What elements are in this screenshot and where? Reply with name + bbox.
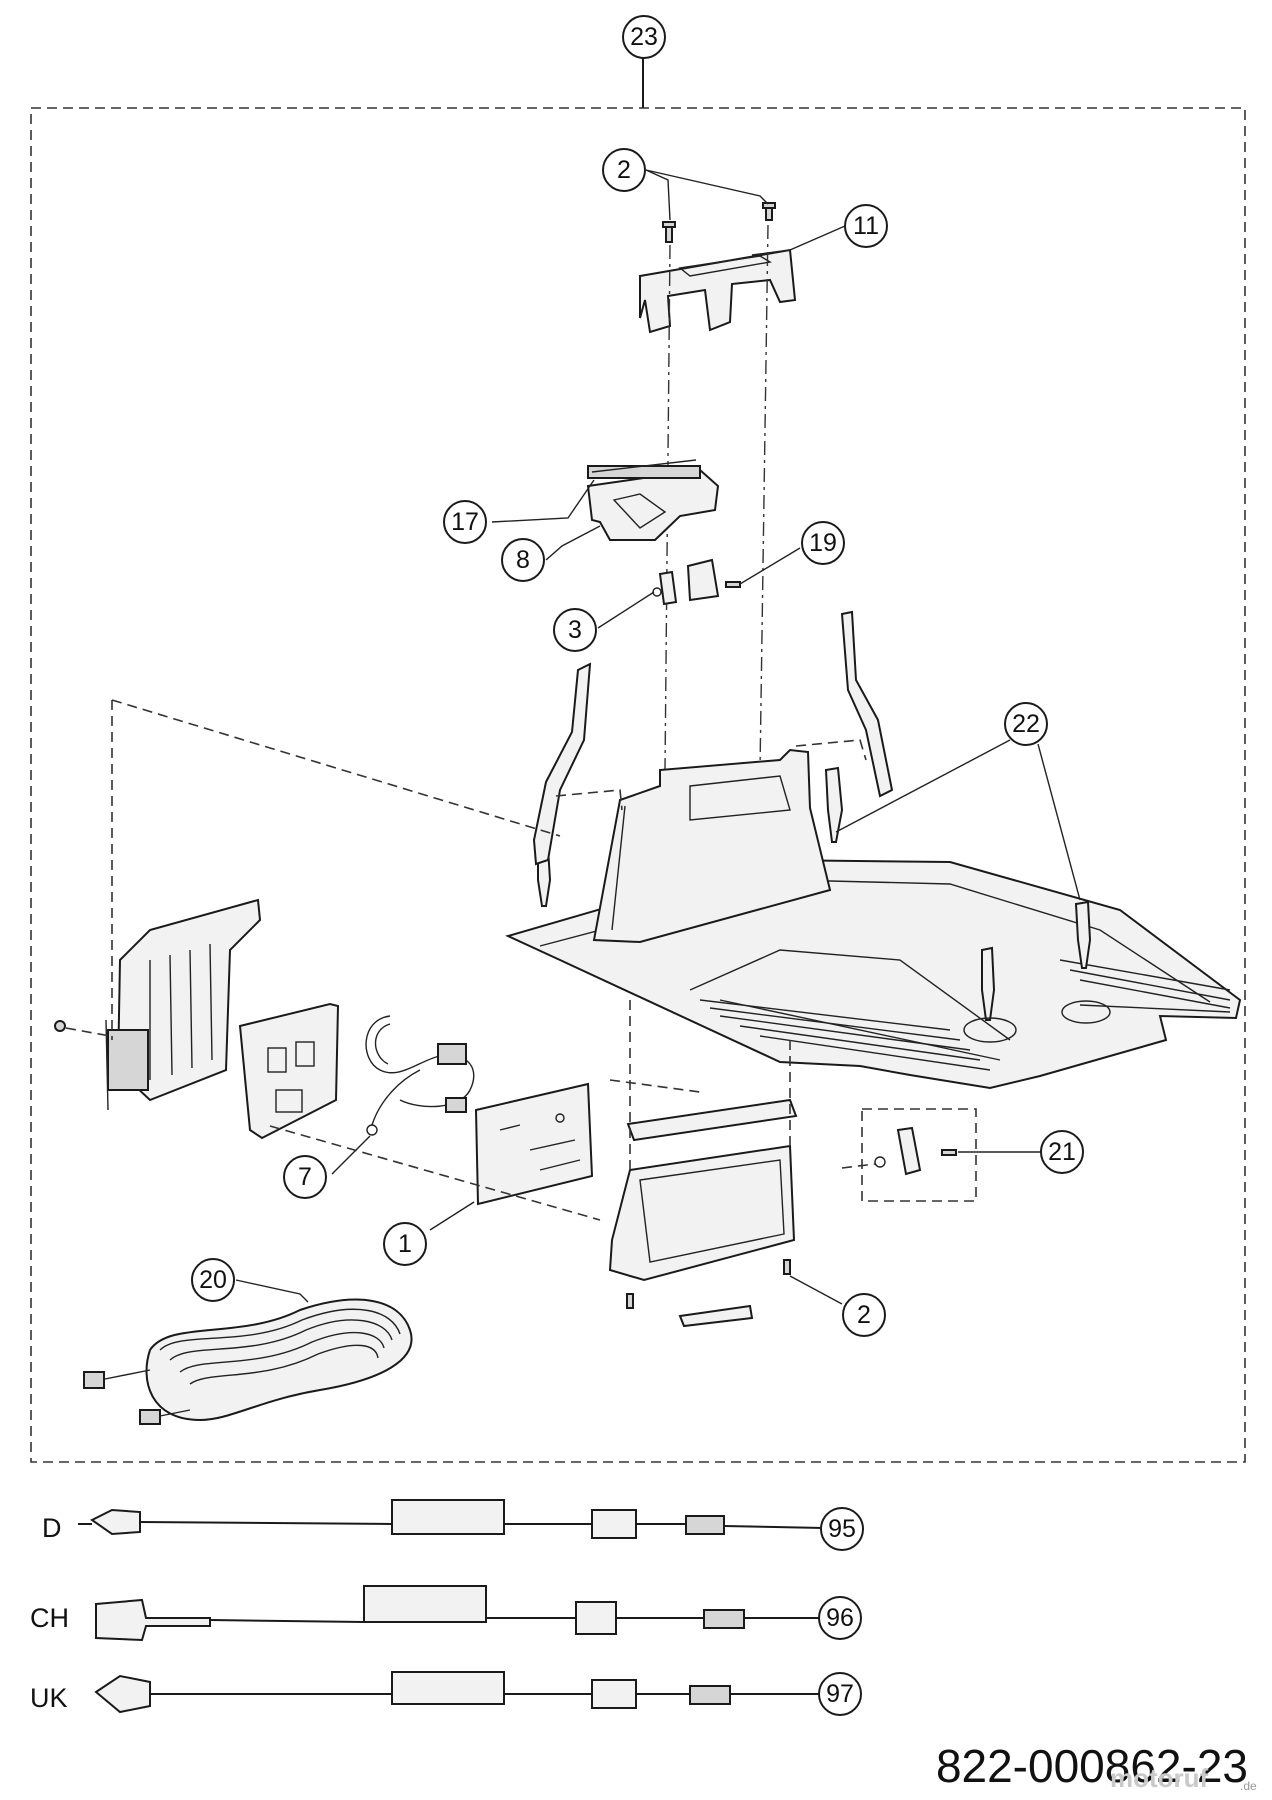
svg-text:2: 2 bbox=[857, 1301, 871, 1329]
callout-11: 11 bbox=[844, 204, 888, 248]
kit-21-box bbox=[861, 1108, 977, 1202]
callout-3: 3 bbox=[553, 608, 597, 652]
screw-bottom-right bbox=[783, 1259, 791, 1275]
svg-text:96: 96 bbox=[826, 1604, 854, 1632]
part-rear-cover bbox=[105, 898, 262, 1111]
part-peg-4 bbox=[1074, 900, 1092, 969]
power-supply-uk bbox=[94, 1671, 820, 1714]
screw-top-right bbox=[762, 202, 776, 221]
part-peg-2 bbox=[824, 766, 844, 843]
svg-text:17: 17 bbox=[451, 508, 479, 536]
svg-text:20: 20 bbox=[199, 1266, 227, 1294]
callout-17: 17 bbox=[443, 500, 487, 544]
drawing-number: 822-000862-23 bbox=[936, 1740, 1248, 1792]
part-top-cover bbox=[639, 248, 797, 334]
callout-8: 8 bbox=[501, 538, 545, 582]
callout-20: 20 bbox=[191, 1258, 235, 1302]
part-mount-plate bbox=[238, 1002, 340, 1140]
variant-label-uk: UK bbox=[30, 1683, 68, 1713]
part-wiring-harness bbox=[365, 1015, 475, 1136]
callout-23: 23 bbox=[622, 15, 666, 59]
svg-text:11: 11 bbox=[853, 212, 879, 240]
screw-bottom-left bbox=[626, 1293, 634, 1309]
power-supply-ch bbox=[95, 1585, 820, 1642]
callout-96: 96 bbox=[818, 1596, 862, 1640]
guide-lower-1 bbox=[111, 699, 561, 837]
part-21-content bbox=[841, 1126, 957, 1176]
guide-screw-left bbox=[65, 1027, 111, 1037]
callout-22: 22 bbox=[1004, 702, 1048, 746]
callout-97: 97 bbox=[818, 1672, 862, 1716]
svg-text:1: 1 bbox=[398, 1230, 412, 1258]
guide-right bbox=[759, 224, 769, 771]
peg-hole-2 bbox=[1061, 1000, 1111, 1024]
guide-lower-6 bbox=[609, 1079, 701, 1093]
guide-rail-right bbox=[795, 739, 867, 761]
part-latch bbox=[686, 558, 741, 602]
svg-text:7: 7 bbox=[298, 1163, 312, 1191]
peg-hole-1 bbox=[963, 1017, 1017, 1043]
part-clip bbox=[652, 570, 678, 606]
leader-lines bbox=[235, 169, 1081, 1305]
guide-lower-3 bbox=[269, 1125, 601, 1221]
guide-rail-left bbox=[555, 789, 623, 811]
part-battery-box bbox=[608, 1144, 796, 1282]
svg-text:2: 2 bbox=[617, 156, 631, 184]
svg-text:23: 23 bbox=[630, 23, 658, 51]
part-base-column bbox=[592, 748, 832, 944]
power-supply-d bbox=[78, 1499, 825, 1539]
callout-95: 95 bbox=[820, 1507, 864, 1551]
svg-text:8: 8 bbox=[516, 546, 530, 574]
part-cable-coil bbox=[83, 1298, 413, 1425]
part-side-rail-left bbox=[532, 662, 592, 866]
part-peg-3 bbox=[981, 946, 996, 1021]
part-battery-strip bbox=[678, 1304, 754, 1328]
part-side-rail-right bbox=[840, 610, 894, 798]
watermark-suffix: .de bbox=[1240, 1779, 1257, 1793]
svg-text:95: 95 bbox=[828, 1515, 856, 1543]
part-ramp-teeth bbox=[699, 959, 1231, 1071]
svg-text:97: 97 bbox=[826, 1680, 854, 1708]
svg-text:19: 19 bbox=[809, 529, 837, 557]
svg-text:3: 3 bbox=[568, 616, 582, 644]
part-circuit-board bbox=[474, 1082, 594, 1206]
svg-text:21: 21 bbox=[1048, 1138, 1076, 1166]
svg-text:22: 22 bbox=[1012, 710, 1040, 738]
part-battery-lid bbox=[626, 1098, 798, 1142]
screw-left bbox=[54, 1020, 66, 1032]
watermark-brand: motoruf bbox=[1110, 1763, 1209, 1793]
variant-label-d: D bbox=[42, 1513, 62, 1543]
callout-2-bottom: 2 bbox=[842, 1293, 886, 1337]
assembly-boundary bbox=[30, 107, 1246, 1463]
screw-top-left bbox=[662, 221, 676, 243]
callout-21: 21 bbox=[1040, 1130, 1084, 1174]
callout-19: 19 bbox=[801, 521, 845, 565]
callout-2-top: 2 bbox=[602, 148, 646, 192]
callout-1: 1 bbox=[383, 1222, 427, 1266]
callout-7: 7 bbox=[283, 1155, 327, 1199]
variant-label-ch: CH bbox=[30, 1603, 69, 1633]
part-arm-bracket bbox=[586, 459, 720, 541]
